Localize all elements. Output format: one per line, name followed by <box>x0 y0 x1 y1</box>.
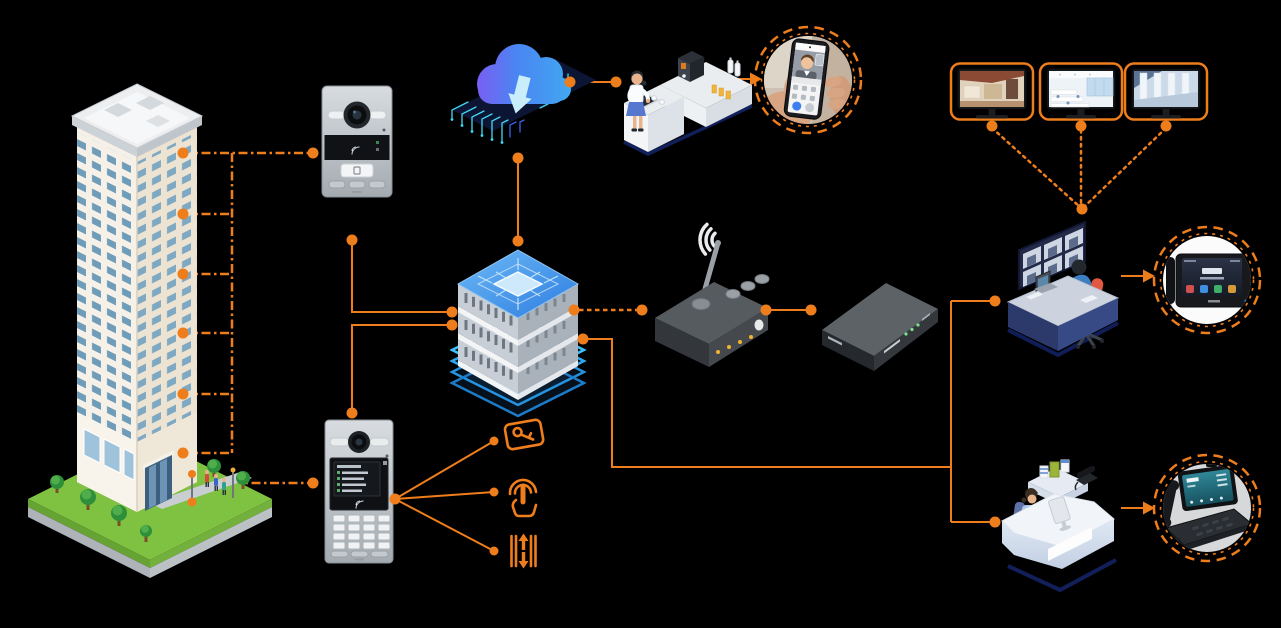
monitor-fanin-lines <box>990 126 1168 209</box>
trees <box>50 459 250 542</box>
monitor-3 <box>1123 62 1209 121</box>
storefront-windows <box>83 428 135 481</box>
brand-logo <box>1208 300 1220 303</box>
security-desk <box>1006 270 1120 351</box>
kitchen-counter-scene <box>623 51 753 156</box>
entrance-door <box>143 450 174 511</box>
brand-logo <box>352 191 362 193</box>
smartphone-photo <box>764 36 852 124</box>
directory-screen <box>333 461 387 497</box>
cpu-top-face <box>456 249 580 319</box>
server-distribution-lines <box>583 300 990 523</box>
monitor-1 <box>949 62 1035 121</box>
router-button <box>725 289 741 299</box>
network-switch <box>822 283 938 371</box>
desk-telephone <box>1074 465 1098 491</box>
keypad-station-to-server-line <box>351 324 448 413</box>
paper <box>1026 292 1043 300</box>
indoor-monitor-device <box>1166 253 1251 319</box>
down-arrow-icon <box>508 75 532 114</box>
call-button <box>327 110 346 120</box>
status-leds <box>716 335 753 354</box>
indoor-monitor-badge <box>1152 225 1262 335</box>
keypad <box>332 514 391 550</box>
card-reader-icon <box>355 500 364 509</box>
server <box>449 249 587 418</box>
port <box>754 319 764 331</box>
elevator-icon <box>510 533 537 569</box>
tower-left-windows <box>77 132 137 442</box>
access-icon-fanout-lines <box>394 440 495 552</box>
keypad-door-station <box>324 419 394 564</box>
person <box>214 474 218 491</box>
router-button <box>740 281 756 291</box>
brand-logo <box>354 558 364 561</box>
speaker-slots <box>328 180 386 189</box>
street-lamp <box>230 467 236 498</box>
cans <box>711 84 731 100</box>
connector-dots <box>177 76 1172 556</box>
ip-phone-badge <box>1152 453 1262 563</box>
wireless-router <box>655 222 770 367</box>
villa-door-station <box>321 85 393 198</box>
front-label <box>884 339 900 354</box>
building-riser-lines <box>183 151 309 499</box>
phone-keypad <box>1191 515 1234 538</box>
paper <box>1080 295 1098 303</box>
wifi-arcs-icon <box>698 222 717 256</box>
cloud-icon <box>477 44 571 104</box>
access-icons <box>503 418 545 569</box>
resident-person <box>626 70 650 132</box>
desk-monitor <box>1048 496 1071 531</box>
arrow-right-icon <box>1143 269 1155 283</box>
camera-icon <box>343 101 371 129</box>
server-slabs <box>458 284 578 400</box>
handset <box>1166 257 1175 304</box>
doorbell-button <box>340 163 374 178</box>
cup <box>651 95 657 101</box>
bottles <box>727 57 741 77</box>
switch-leds <box>904 323 920 336</box>
camera-icon <box>348 431 370 453</box>
arrow-right-icon <box>1143 501 1155 515</box>
smartphone-badge <box>753 25 863 135</box>
phone-camera-icon <box>1206 464 1217 467</box>
cloud-service <box>450 44 596 144</box>
villa-station-to-server-line <box>351 240 448 313</box>
smartphone-device <box>783 38 830 120</box>
laptop <box>1034 270 1058 293</box>
coffee-machine <box>678 51 704 82</box>
key-card-icon <box>503 418 545 451</box>
touch-access-icon <box>508 478 538 518</box>
video-wall <box>1018 220 1086 305</box>
monitoring-station <box>1006 220 1120 358</box>
public-monitors <box>949 62 1209 121</box>
person <box>222 478 226 495</box>
call-button <box>368 110 387 120</box>
router-button <box>754 274 770 284</box>
roof <box>70 83 204 157</box>
reception-desk <box>1001 459 1117 593</box>
file-organizers <box>1039 459 1070 479</box>
person <box>205 470 209 487</box>
cup <box>659 99 665 105</box>
desk-sign <box>1048 527 1092 561</box>
phone-screen <box>1177 464 1238 512</box>
building <box>28 83 272 578</box>
monitor-2 <box>1038 62 1124 121</box>
speaker-slots <box>330 550 389 558</box>
pedestrians <box>205 470 226 495</box>
contactless-icon <box>351 146 360 155</box>
